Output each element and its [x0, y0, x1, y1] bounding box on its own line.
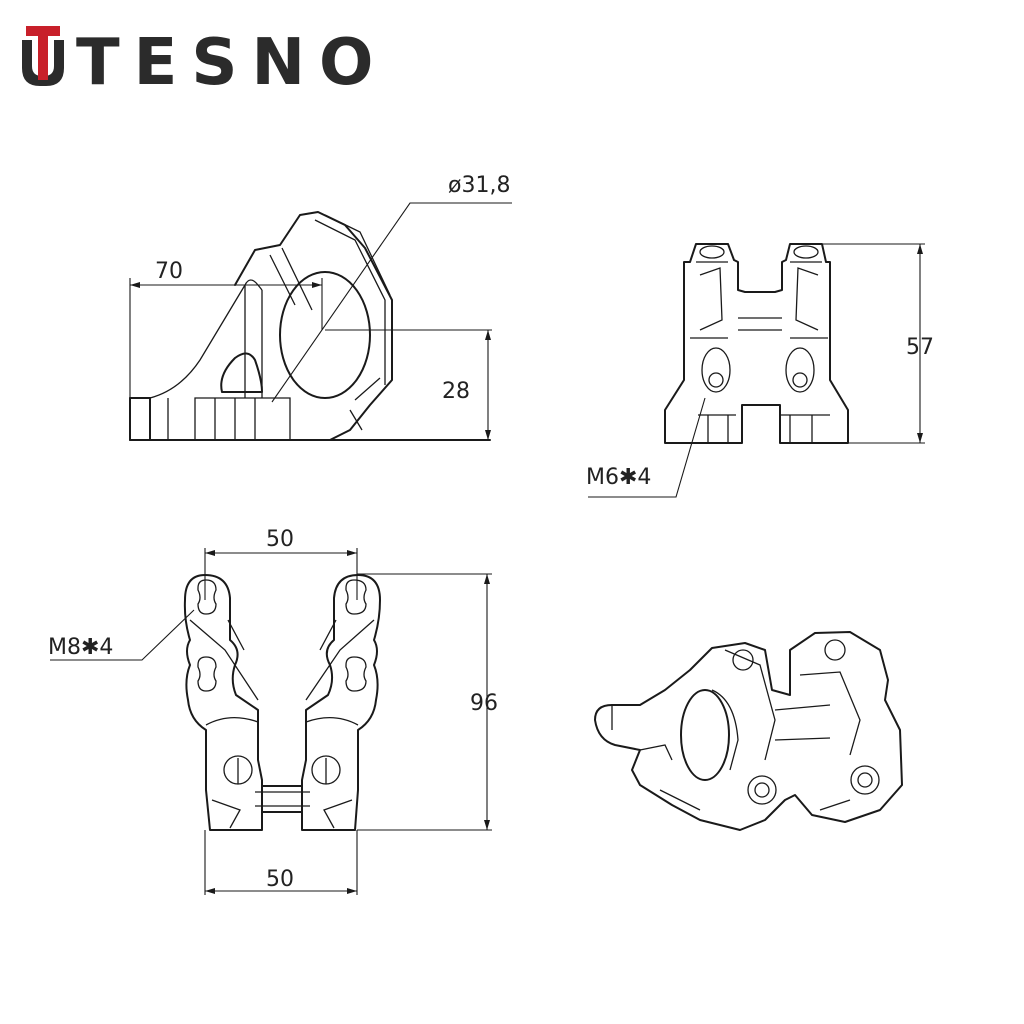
top-width-50-label: 50: [266, 527, 294, 552]
width-70-label: 70: [155, 259, 183, 284]
side-view: ø31,8 70 28: [129, 173, 512, 441]
m6-bolt-callout: M6✱4: [586, 465, 651, 490]
isometric-view: [594, 631, 903, 831]
brand-logo: TESNO: [22, 26, 387, 100]
bottom-width-50-label: 50: [266, 867, 294, 892]
top-view: 50 50 96 M8✱4: [48, 527, 498, 895]
logo-text: TESNO: [76, 26, 387, 100]
height-57-label: 57: [906, 335, 934, 360]
height-28-label: 28: [442, 379, 470, 404]
diameter-label: ø31,8: [448, 173, 510, 198]
m8-bolt-callout: M8✱4: [48, 635, 113, 660]
front-view: 57 M6✱4: [586, 243, 934, 498]
logo-mark-icon: [22, 26, 64, 86]
height-96-label: 96: [470, 691, 498, 716]
